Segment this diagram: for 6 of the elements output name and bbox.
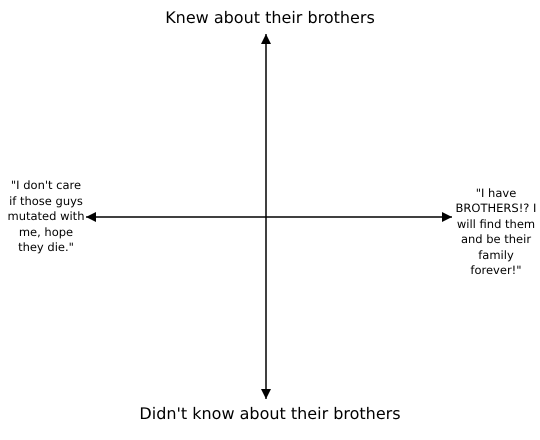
- axis-label: "I have BROTHERS!? I will find them and be their family forever!": [455, 186, 537, 278]
- axis-arrow: [261, 34, 271, 399]
- axis-label: Didn't know about their brothers: [120, 402, 420, 426]
- axis-label: "I don't care if those guys mutated with me, hope they die.": [6, 178, 86, 256]
- axis-label: Knew about their brothers: [140, 6, 400, 30]
- axis-arrow: [86, 212, 452, 222]
